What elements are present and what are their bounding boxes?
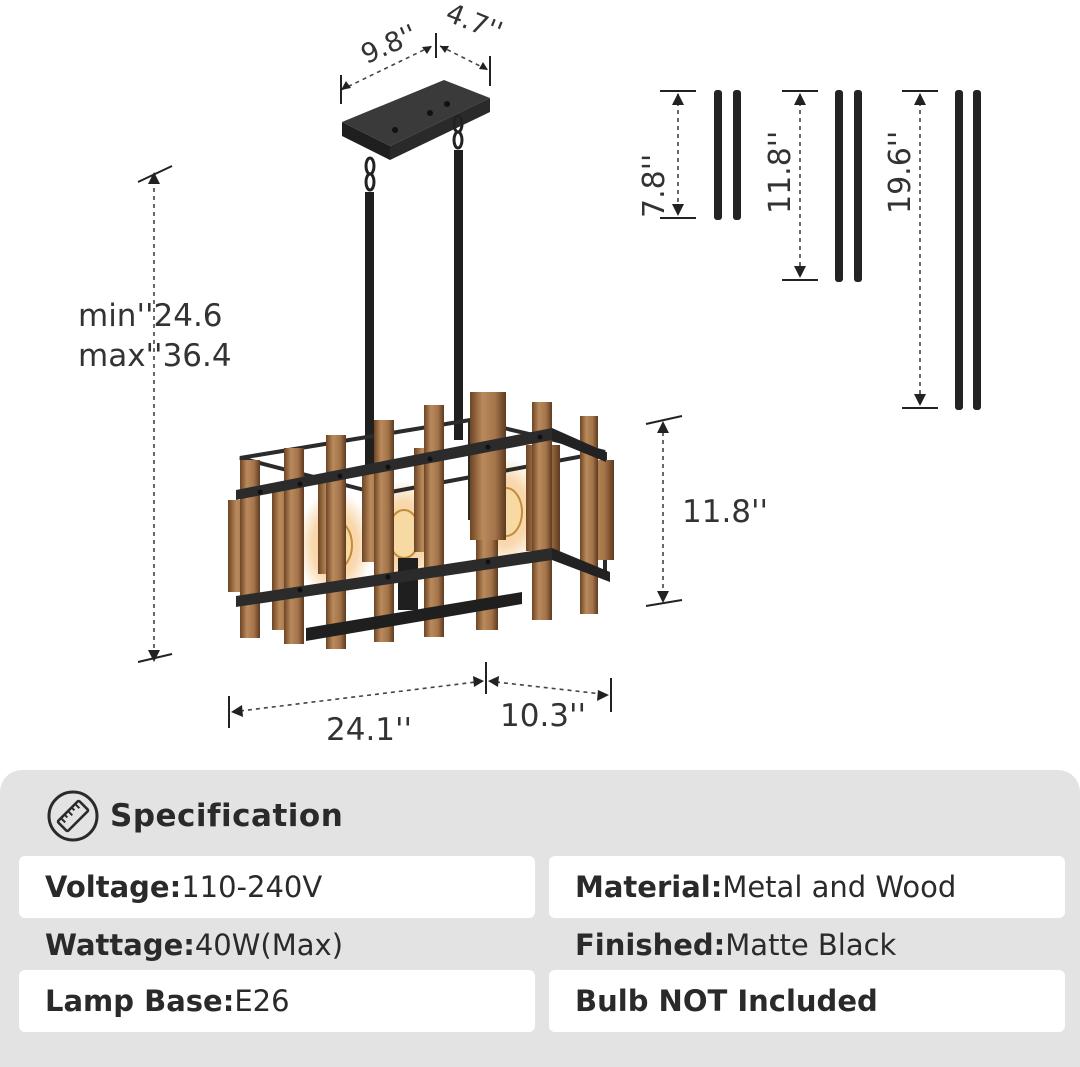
rod-long-option: 19.6''	[883, 90, 981, 410]
hanging-rods	[364, 114, 464, 472]
product-dimension-diagram: 9.8'' 4.7'' min''24.6 max''36.4	[78, 0, 981, 748]
height-min-label: min''24.6	[78, 298, 223, 334]
lamp-base-value: E26	[234, 984, 290, 1018]
overall-height-dimension: min''24.6 max''36.4	[78, 165, 232, 663]
lamp-base-label: Lamp Base:	[45, 984, 235, 1018]
cage-width-label: 10.3''	[500, 698, 586, 734]
wattage-label: Wattage:	[45, 928, 195, 962]
rod-mid-option: 11.8''	[763, 90, 862, 282]
specification-panel: Specification Voltage:110-240V Wattage:4…	[0, 770, 1080, 1067]
cage-height-label: 11.8''	[682, 494, 768, 530]
finished-row: Finished:Matte Black	[549, 914, 1065, 976]
wattage-value: 40W(Max)	[194, 928, 344, 962]
rod-long-label: 19.6''	[883, 131, 918, 214]
material-label: Material:	[575, 870, 723, 904]
specification-header: Specification	[46, 788, 343, 844]
finished-label: Finished:	[575, 928, 726, 962]
bulb-note-row: Bulb NOT Included	[549, 970, 1065, 1032]
finished-value: Matte Black	[725, 928, 897, 962]
ruler-icon	[47, 790, 99, 842]
material-row: Material:Metal and Wood	[549, 856, 1065, 918]
height-max-label: max''36.4	[78, 338, 232, 374]
wattage-row: Wattage:40W(Max)	[19, 914, 535, 976]
rod-mid-label: 11.8''	[763, 131, 798, 214]
lamp-base-row: Lamp Base:E26	[19, 970, 535, 1032]
bulb-note: Bulb NOT Included	[575, 984, 878, 1018]
voltage-value: 110-240V	[181, 870, 323, 904]
material-value: Metal and Wood	[722, 870, 957, 904]
rod-short-label: 7.8''	[637, 154, 672, 218]
canopy-length-label: 9.8''	[356, 19, 421, 71]
canopy-width-label: 4.7''	[441, 0, 506, 48]
fixture-cage	[228, 392, 614, 649]
canopy-plate	[342, 80, 490, 160]
cage-height-dimension: 11.8''	[645, 415, 768, 607]
cage-length-label: 24.1''	[326, 712, 412, 748]
specification-title: Specification	[110, 798, 344, 834]
voltage-row: Voltage:110-240V	[19, 856, 535, 918]
rod-short-option: 7.8''	[637, 90, 741, 220]
metal-frame	[236, 428, 610, 641]
rod-options: 7.8'' 11.8'' 19.6''	[637, 90, 981, 410]
voltage-label: Voltage:	[45, 870, 182, 904]
cage-footprint-dimension: 24.1'' 10.3''	[228, 662, 612, 748]
